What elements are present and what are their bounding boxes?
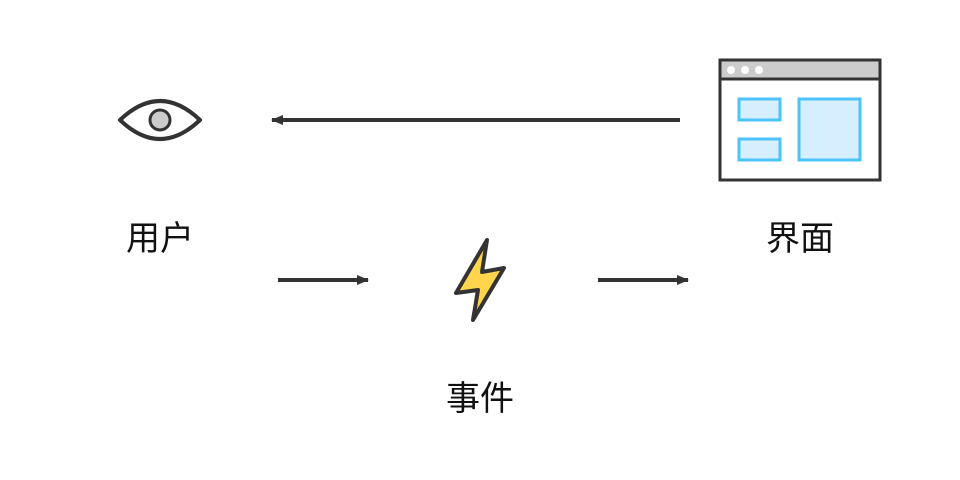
lightning-bolt-icon	[454, 238, 506, 322]
ui-label: 界面	[766, 219, 834, 259]
user-label: 用户	[126, 219, 194, 259]
browser-window-icon	[718, 58, 882, 182]
eye-icon	[118, 99, 202, 141]
event-label: 事件	[446, 379, 514, 419]
